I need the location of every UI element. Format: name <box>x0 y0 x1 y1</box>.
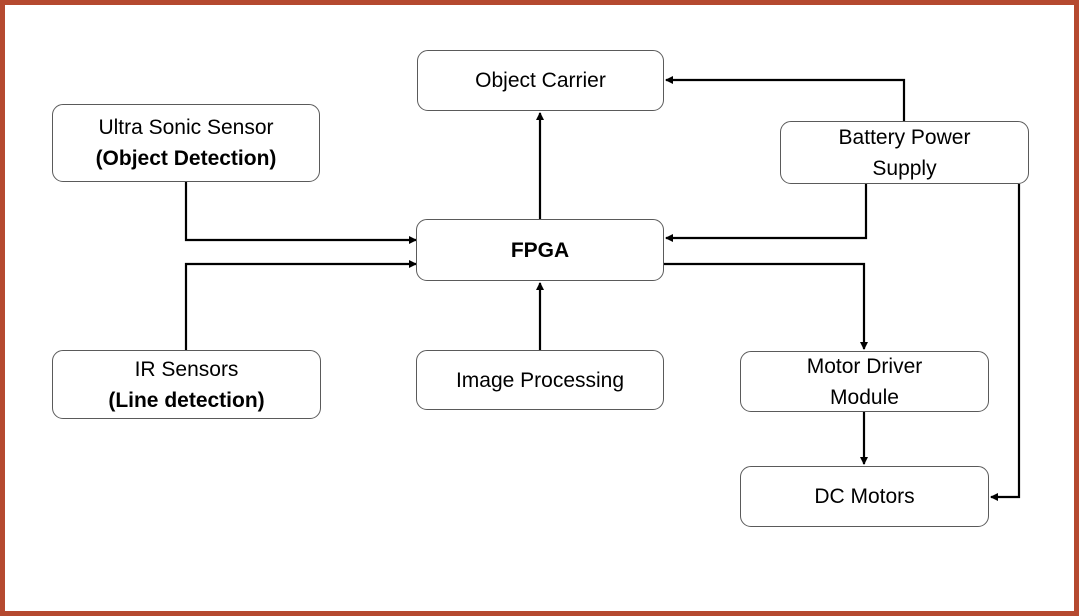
edge-fpga-to-motor-driver <box>664 262 868 350</box>
node-battery-power-supply: Battery Power Supply <box>780 121 1029 184</box>
fpga-label: FPGA <box>510 238 570 262</box>
image-processing-label: Image Processing <box>455 368 625 392</box>
ultrasonic-sensor-sublabel: (Object Detection) <box>95 147 277 170</box>
node-dc-motors: DC Motors <box>740 466 989 527</box>
edge-ultrasonic-to-fpga <box>184 182 417 244</box>
node-fpga: FPGA <box>416 219 664 281</box>
battery-power-supply-label-line-1: Battery Power <box>838 125 971 149</box>
motor-driver-module-label-line-1: Motor Driver <box>806 354 923 378</box>
node-ir-sensors: IR Sensors (Line detection) <box>52 350 321 419</box>
node-ultrasonic-sensor: Ultra Sonic Sensor (Object Detection) <box>52 104 320 182</box>
edge-battery-to-fpga <box>665 184 868 242</box>
motor-driver-module-label-line-2: Module <box>830 385 899 409</box>
node-image-processing: Image Processing <box>416 350 664 410</box>
ultrasonic-sensor-label: Ultra Sonic Sensor <box>98 116 274 139</box>
dc-motors-label: DC Motors <box>814 485 915 508</box>
ir-sensors-label: IR Sensors <box>134 357 239 381</box>
node-object-carrier: Object Carrier <box>417 50 664 111</box>
ir-sensors-sublabel: (Line detection) <box>108 388 265 412</box>
edge-battery-to-object-carrier <box>665 76 906 121</box>
node-motor-driver-module: Motor Driver Module <box>740 351 989 412</box>
battery-power-supply-label-line-2: Supply <box>872 156 937 180</box>
object-carrier-label: Object Carrier <box>475 69 606 92</box>
edge-battery-to-dc-motors <box>990 184 1021 501</box>
edge-ir-to-fpga <box>184 260 417 350</box>
